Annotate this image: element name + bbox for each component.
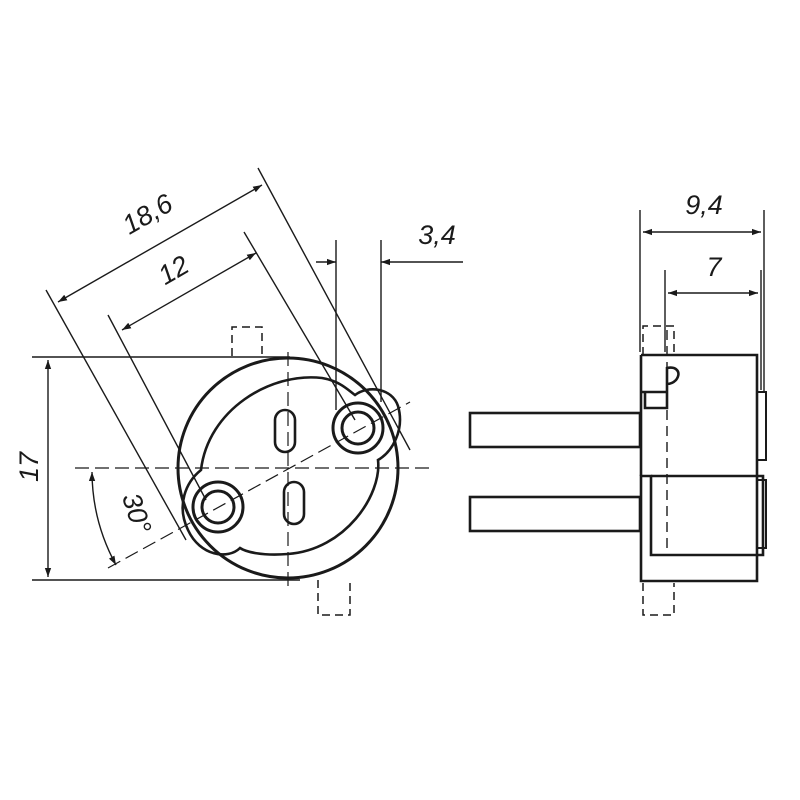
- side-view: [468, 210, 767, 616]
- side-bottom-hidden-outline: [642, 583, 675, 616]
- dimension-side-body-depth: [664, 270, 762, 390]
- label-pin-offset: 3,4: [418, 220, 456, 250]
- label-side-body-depth: 7: [706, 252, 722, 282]
- side-body-outline: [639, 353, 765, 583]
- socket-body-outer: [176, 356, 400, 580]
- dimension-side-depth: [639, 210, 765, 392]
- label-side-depth: 9,4: [685, 190, 723, 220]
- contact-slot-upper: [273, 408, 297, 454]
- dimension-pin-spacing: [107, 231, 356, 501]
- side-pin-upper: [468, 411, 642, 449]
- dimension-overall-diagonal: [45, 167, 411, 541]
- pin-axis-line: [107, 401, 411, 569]
- socket-inner-profile: [181, 376, 402, 556]
- front-pin-left: [191, 480, 245, 534]
- label-angle: 30°: [116, 489, 157, 537]
- side-edge-ridge-lower: [757, 479, 767, 549]
- dimension-pin-offset: [316, 240, 463, 410]
- front-pin-right: [331, 401, 385, 455]
- bottom-clip-hidden-outline: [317, 580, 351, 616]
- label-height: 17: [14, 451, 44, 482]
- side-pin-lower: [468, 495, 642, 533]
- label-pin-spacing: 12: [153, 250, 194, 291]
- side-clip: [641, 366, 680, 410]
- side-edge-ridge-upper: [757, 391, 767, 461]
- dimension-height: [32, 356, 300, 581]
- top-clip-hidden-outline: [231, 326, 263, 356]
- contact-slot-lower: [282, 480, 306, 526]
- label-overall-diagonal: 18,6: [117, 188, 178, 241]
- side-top-hidden-outline: [642, 325, 675, 355]
- front-view: [32, 167, 463, 616]
- dimension-angle: [88, 471, 117, 566]
